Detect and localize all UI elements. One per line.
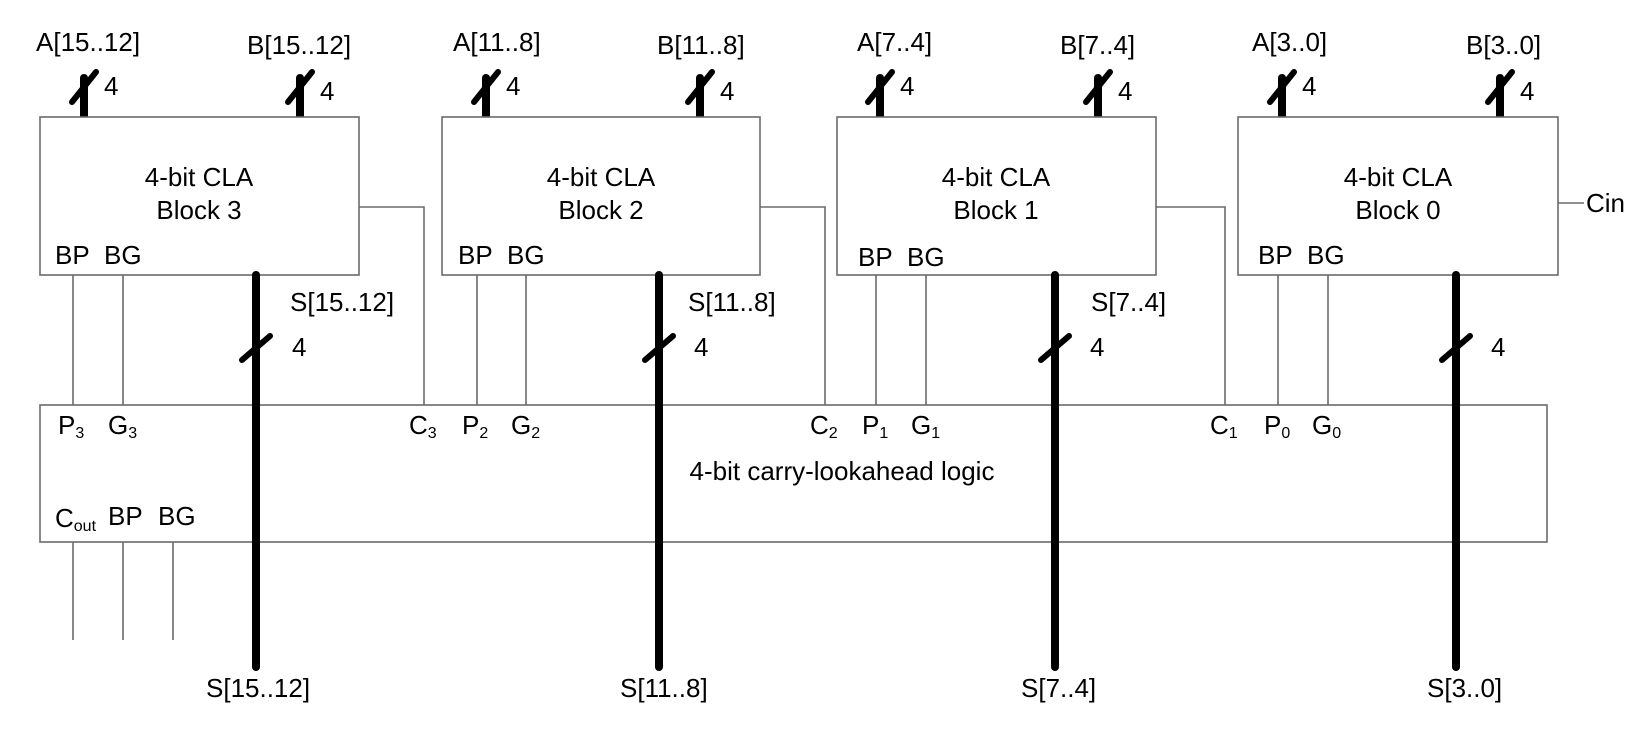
input-b-label: B[11..8] <box>657 30 745 60</box>
p3-input: P3 <box>58 410 84 442</box>
g3-input: G3 <box>108 410 137 442</box>
bus-width-slash <box>1267 69 1297 105</box>
cout-output: Cout <box>55 503 97 535</box>
bus-width-label: 4 <box>506 71 520 101</box>
p0-input: P0 <box>1264 410 1290 442</box>
p1-input: P1 <box>862 410 888 442</box>
bg-port-label: BG <box>1307 240 1345 270</box>
bus-width-slash <box>1038 333 1072 363</box>
c2-input: C2 <box>810 410 838 442</box>
cla-block-box <box>441 116 761 276</box>
bus-width-slash <box>69 69 99 105</box>
block-title: 4-bit CLA <box>1344 162 1453 192</box>
bg-port-label: BG <box>907 242 945 272</box>
carry-lookahead-box <box>39 404 1548 543</box>
bus-width-label: 4 <box>1118 76 1132 106</box>
bus-width-label: 4 <box>1520 76 1534 106</box>
sum-top-label: S[7..4] <box>1091 287 1166 317</box>
bg-port-label: BG <box>507 240 545 270</box>
bg-port-label: BG <box>104 240 142 270</box>
block-subtitle: Block 0 <box>1355 195 1440 225</box>
cla-block-3: A[15..12] B[15..12] 4 4 4-bit CLA Block … <box>36 27 425 703</box>
bus-width-label: 4 <box>720 76 734 106</box>
bus-width-label: 4 <box>900 71 914 101</box>
block-subtitle: Block 1 <box>953 195 1038 225</box>
carry-wire <box>359 206 425 405</box>
bus-width-slash <box>1485 69 1515 105</box>
bus-width-slash <box>471 69 501 105</box>
bp-port-label: BP <box>55 240 90 270</box>
block-title: 4-bit CLA <box>942 162 1051 192</box>
bus-width-slash <box>1083 69 1113 105</box>
sum-bottom-label: S[11..8] <box>620 673 708 703</box>
bus-width-slash <box>1439 333 1473 363</box>
block-subtitle: Block 3 <box>156 195 241 225</box>
block-title: 4-bit CLA <box>547 162 656 192</box>
input-b-label: B[15..12] <box>247 30 351 60</box>
c1-input: C1 <box>1210 410 1238 442</box>
carry-wire <box>760 206 826 405</box>
sum-width-label: 4 <box>1090 332 1104 362</box>
bp-port-label: BP <box>858 242 893 272</box>
bus-width-slash <box>685 69 715 105</box>
input-b-label: B[3..0] <box>1466 30 1541 60</box>
cla-block-0: A[3..0] B[3..0] 4 4 4-bit CLA Block 0 BP… <box>1237 27 1625 703</box>
bus-width-label: 4 <box>104 71 118 101</box>
bus-width-slash <box>239 333 273 363</box>
carry-lookahead-title: 4-bit carry-lookahead logic <box>690 456 995 486</box>
bus-width-label: 4 <box>1302 71 1316 101</box>
carry-wire <box>1156 206 1226 405</box>
bp-port-label: BP <box>458 240 493 270</box>
bp-port-label: BP <box>1258 240 1293 270</box>
block-title: 4-bit CLA <box>145 162 254 192</box>
bus-width-slash <box>865 69 895 105</box>
g0-input: G0 <box>1312 410 1341 442</box>
bus-width-label: 4 <box>320 76 334 106</box>
sum-top-label: S[11..8] <box>688 287 776 317</box>
bus-width-slash <box>642 333 676 363</box>
bp-output-label: BP <box>108 501 143 531</box>
sum-bottom-label: S[7..4] <box>1021 673 1096 703</box>
c3-input: C3 <box>409 410 437 442</box>
sum-top-label: S[15..12] <box>290 287 394 317</box>
sum-bottom-label: S[3..0] <box>1427 673 1502 703</box>
input-a-label: A[15..12] <box>36 27 140 57</box>
cla-block-box <box>39 116 360 276</box>
p2-input: P2 <box>462 410 488 442</box>
cla-block-1: A[7..4] B[7..4] 4 4 4-bit CLA Block 1 BP… <box>836 27 1226 703</box>
block-subtitle: Block 2 <box>558 195 643 225</box>
input-a-label: A[7..4] <box>857 27 932 57</box>
carry-lookahead-unit: 4-bit carry-lookahead logic P3 G3 C3 P2 … <box>39 401 1548 640</box>
sum-bottom-label: S[15..12] <box>206 673 310 703</box>
bus-width-slash <box>285 69 315 105</box>
sum-width-label: 4 <box>1491 332 1505 362</box>
cin-label: Cin <box>1586 188 1625 218</box>
cla-block-box <box>836 116 1157 276</box>
bg-output-label: BG <box>158 501 196 531</box>
input-b-label: B[7..4] <box>1060 30 1135 60</box>
sum-width-label: 4 <box>292 332 306 362</box>
cla-block-2: A[11..8] B[11..8] 4 4 4-bit CLA Block 2 … <box>441 27 826 703</box>
g2-input: G2 <box>511 410 540 442</box>
sum-width-label: 4 <box>694 332 708 362</box>
input-a-label: A[3..0] <box>1252 27 1327 57</box>
cla-block-box <box>1237 116 1559 276</box>
g1-input: G1 <box>911 410 940 442</box>
input-a-label: A[11..8] <box>453 27 541 57</box>
